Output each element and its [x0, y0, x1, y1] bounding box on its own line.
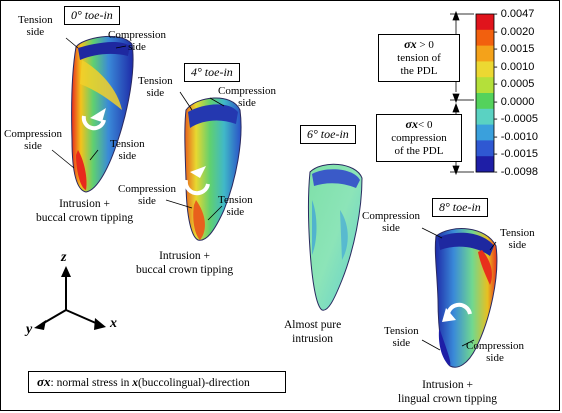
- colorbar-tick-label: - 0.0005: [494, 78, 535, 91]
- colorbar-segment: [476, 14, 494, 31]
- panel-title-0: 0° toe-in: [64, 6, 120, 25]
- axis-x-label: x: [110, 316, 117, 331]
- axis-z-label: z: [61, 250, 67, 265]
- colorbar-segment: [476, 61, 494, 78]
- axis-y-label: y: [26, 322, 33, 337]
- colorbar-segment: [476, 45, 494, 62]
- colorbar-segment: [476, 77, 494, 94]
- colorbar-segment: [476, 124, 494, 141]
- tooth-4-toe-in: [183, 97, 242, 241]
- note-rest: (buccolingual)-direction: [138, 377, 250, 389]
- tooth-0-toe-in: [71, 36, 134, 193]
- colorbar-tick-label: - 0.0020: [494, 25, 535, 38]
- sigma-x-symbol: σx: [404, 37, 417, 51]
- colorbar-tick-label: - -0.0010: [494, 130, 539, 143]
- tooth-6-toe-in: [308, 163, 363, 311]
- caption-8: Intrusion +lingual crown tipping: [398, 379, 498, 405]
- note-text: : normal stress in: [50, 377, 133, 389]
- leader-lines: [51, 37, 497, 351]
- colorbar-segment: [476, 140, 494, 157]
- colorbar: [475, 13, 495, 173]
- colorbar-tick-label: - -0.0005: [494, 113, 539, 126]
- axis-triad: [34, 266, 106, 330]
- panel-title-6: 6° toe-in: [300, 125, 356, 144]
- colorbar-tick-label: - -0.0098: [494, 166, 539, 178]
- sigma-x-symbol: σx: [405, 117, 418, 131]
- colorbar-tick-label: - 0.0010: [494, 60, 535, 73]
- stress-definition-note: σx: normal stress in x(buccolingual)-dir…: [28, 371, 286, 393]
- colorbar-segment: [476, 156, 494, 173]
- colorbar-tick-label: - 0.0047: [494, 8, 535, 20]
- caption-0: Intrusion +buccal crown tipping: [36, 198, 134, 224]
- panel-title-4: 4° toe-in: [184, 63, 240, 82]
- note-symbol: σx: [37, 374, 51, 389]
- colorbar-segment: [476, 93, 494, 110]
- note-axis: x: [132, 377, 139, 389]
- caption-4: Intrusion +buccal crown tipping: [136, 250, 234, 276]
- colorbar-tick-label: - 0.0015: [494, 43, 535, 56]
- tooth-8-toe-in: [434, 228, 498, 368]
- colorbar-segment: [476, 29, 494, 47]
- colorbar-tick-label: - 0.0000: [494, 95, 535, 108]
- panel-title-8: 8° toe-in: [432, 198, 488, 217]
- colorbar-segment: [476, 108, 494, 126]
- colorbar-tick-label: - -0.0015: [494, 148, 539, 161]
